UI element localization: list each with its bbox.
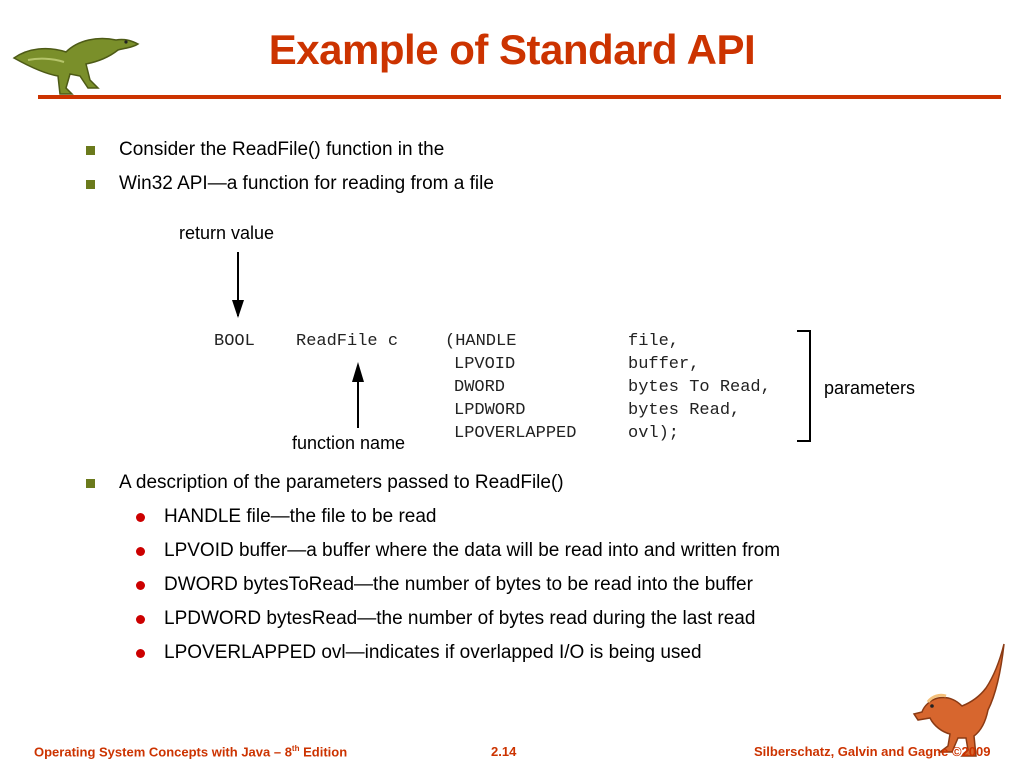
code-param-name: bytes To Read, xyxy=(628,378,771,397)
footer-page-number: 2.14 xyxy=(491,744,517,759)
sub-bullet-text: LPDWORD bytesRead—the number of bytes re… xyxy=(164,608,756,629)
code-param-type: LPDWORD xyxy=(454,401,526,420)
bullet-dot-icon xyxy=(136,581,145,590)
sub-bullet-text: DWORD bytesToRead—the number of bytes to… xyxy=(164,574,753,595)
sub-bullet-text: LPOVERLAPPED ovl—indicates if overlapped… xyxy=(164,642,702,663)
return-value-label: return value xyxy=(179,223,275,243)
bullet-dot-icon xyxy=(136,513,145,522)
bullet-dot-icon xyxy=(136,547,145,556)
bullet-square-icon xyxy=(86,180,95,189)
dinosaur-mascot-icon xyxy=(912,643,1005,757)
function-name-label: function name xyxy=(292,433,406,453)
bullet-text: Win32 API—a function for reading from a … xyxy=(119,173,494,194)
code-param-type: (HANDLE xyxy=(445,332,517,351)
code-param-name: bytes Read, xyxy=(628,401,741,420)
code-param-type: LPVOID xyxy=(454,355,516,374)
code-param-name: buffer, xyxy=(628,355,700,374)
code-param-name: file, xyxy=(628,332,680,351)
dinosaur-logo-icon xyxy=(12,37,140,95)
slide-title: Example of Standard API xyxy=(268,26,756,73)
sub-bullet-text: HANDLE file—the file to be read xyxy=(164,506,437,527)
bullet-dot-icon xyxy=(136,615,145,624)
title-underline xyxy=(38,95,1001,99)
code-param-name: ovl); xyxy=(628,424,680,443)
up-arrow-icon xyxy=(352,362,364,382)
parameters-label: parameters xyxy=(824,378,916,398)
sub-bullet-text: LPVOID buffer—a buffer where the data wi… xyxy=(164,540,781,561)
bullet-text: A description of the parameters passed t… xyxy=(119,472,564,493)
code-param-type: LPOVERLAPPED xyxy=(454,424,577,443)
bullet-square-icon xyxy=(86,146,95,155)
footer-authors: Silberschatz, Galvin and Gagne ©2009 xyxy=(754,744,991,759)
footer-course-title: Operating System Concepts with Java – 8t… xyxy=(34,744,348,760)
code-param-type: DWORD xyxy=(454,378,506,397)
bullet-text: Consider the ReadFile() function in the xyxy=(119,139,445,160)
down-arrow-icon xyxy=(232,300,244,318)
parameters-bracket xyxy=(797,330,811,442)
bullet-square-icon xyxy=(86,479,95,488)
code-return-type: BOOL xyxy=(214,332,255,351)
code-function-name: ReadFile c xyxy=(296,332,399,351)
bullet-dot-icon xyxy=(136,649,145,658)
